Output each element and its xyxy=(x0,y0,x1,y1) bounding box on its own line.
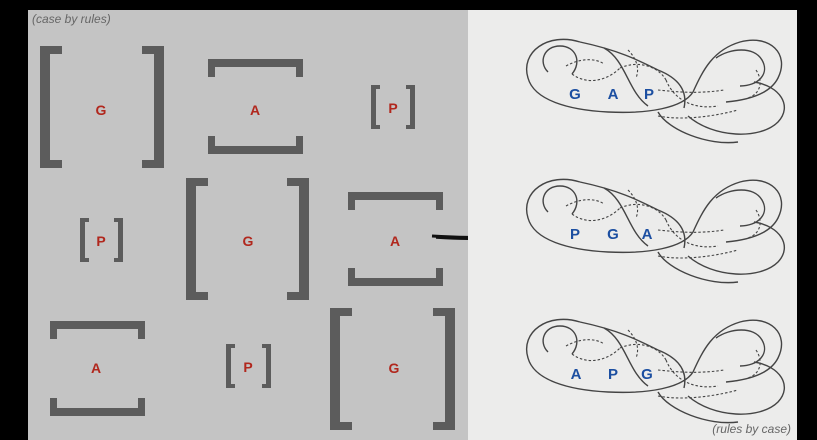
knot-diagram-1 xyxy=(525,38,786,144)
bracket-P-2 xyxy=(80,218,123,262)
grid-letter: P xyxy=(96,233,105,249)
knot-letter: P xyxy=(644,86,654,103)
knot-letter: P xyxy=(570,226,580,243)
grid-letter: A xyxy=(390,233,400,249)
knot-diagram-2 xyxy=(525,178,786,284)
knot-letter: A xyxy=(642,226,653,243)
bracket-A-3 xyxy=(50,321,145,416)
bracket-A-2 xyxy=(348,192,443,286)
bracket-grid: G A P P G A A P G xyxy=(40,46,468,430)
grid-letter: A xyxy=(91,360,101,376)
arrow-right-icon xyxy=(431,234,468,241)
bracket-G-3 xyxy=(330,308,455,430)
right-caption: (rules by case) xyxy=(712,422,791,436)
knot-diagram-3 xyxy=(525,318,786,424)
cases-panel: G A P P G A A P G (rules by case) xyxy=(468,10,797,440)
bracket-P-3 xyxy=(226,344,271,388)
bracket-P-1 xyxy=(371,85,415,129)
bracket-G-2 xyxy=(186,178,309,300)
knot-letter: A xyxy=(608,86,619,103)
grid-letter: A xyxy=(250,102,260,118)
grid-letter: P xyxy=(388,100,397,116)
grid-letter: G xyxy=(96,102,107,118)
knot-diagrams: G A P P G A A P G xyxy=(525,38,786,424)
grid-letter: G xyxy=(389,360,400,376)
bracket-G-1 xyxy=(40,46,164,168)
knot-letter: P xyxy=(608,366,618,383)
rules-panel: (case by rules) xyxy=(28,10,468,440)
grid-letter: G xyxy=(243,233,254,249)
grid-letter: P xyxy=(243,359,252,375)
knot-letter: A xyxy=(571,366,582,383)
bracket-A-1 xyxy=(208,59,303,154)
knot-letter: G xyxy=(569,86,581,103)
left-caption: (case by rules) xyxy=(32,12,111,26)
knot-letter: G xyxy=(607,226,619,243)
knot-letter: G xyxy=(641,366,653,383)
